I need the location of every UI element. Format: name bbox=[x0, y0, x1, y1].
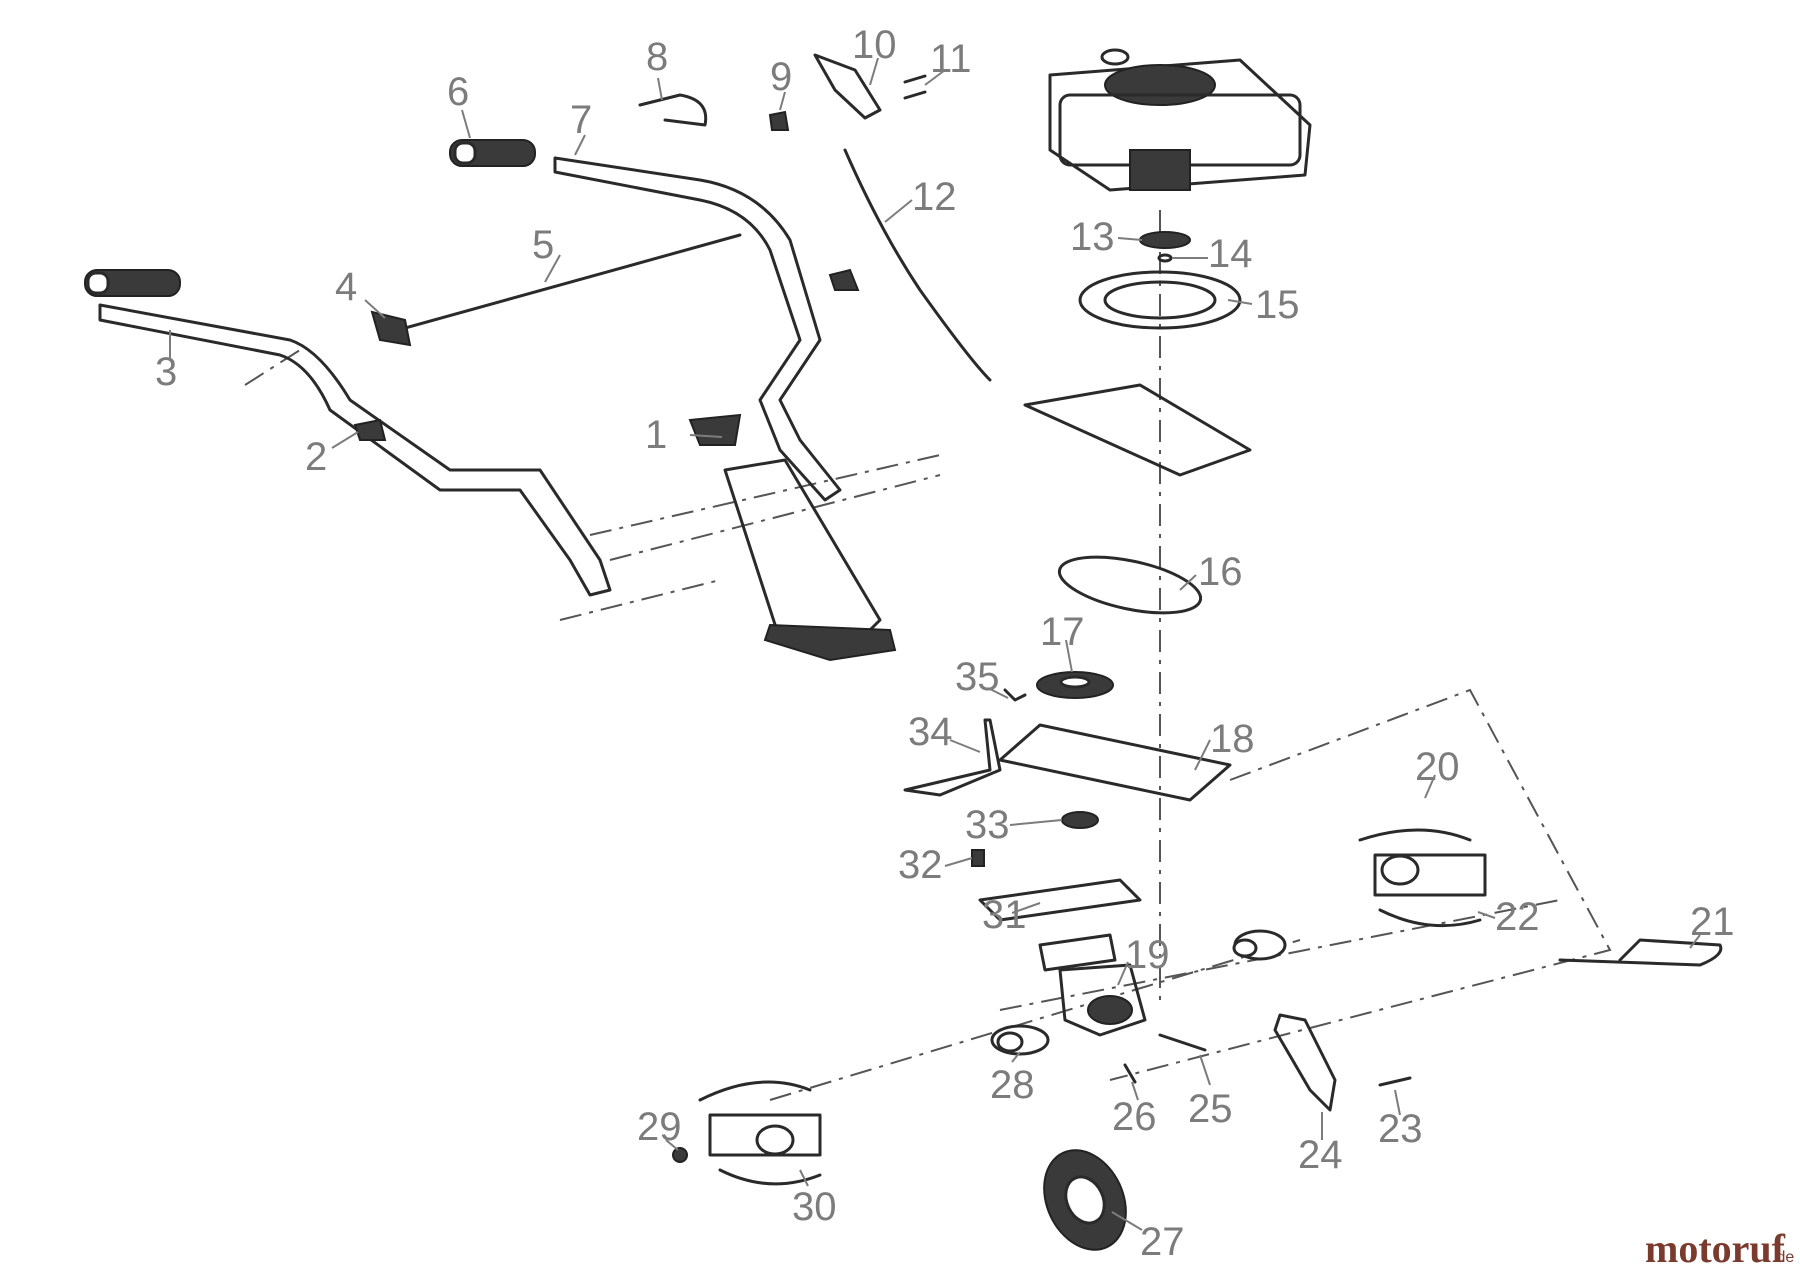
callout-23: 23 bbox=[1378, 1107, 1423, 1151]
callout-19: 19 bbox=[1125, 933, 1170, 977]
guard-plate bbox=[978, 878, 1142, 922]
callout-32: 32 bbox=[898, 843, 943, 887]
callout-3: 3 bbox=[155, 350, 177, 394]
callout-10: 10 bbox=[852, 23, 897, 67]
clutch-lever bbox=[903, 718, 1002, 797]
callout-30: 30 bbox=[792, 1185, 837, 1229]
callout-7: 7 bbox=[570, 98, 592, 142]
engine-pulley bbox=[1139, 231, 1191, 249]
callout-8: 8 bbox=[646, 35, 668, 79]
engine-plate bbox=[1023, 383, 1252, 477]
watermark-suffix: .de bbox=[1772, 1249, 1794, 1266]
callout-27: 27 bbox=[1140, 1220, 1185, 1264]
transport-wheel bbox=[1043, 1149, 1127, 1251]
frame bbox=[998, 723, 1232, 802]
callout-22: 22 bbox=[1495, 895, 1540, 939]
handle-support bbox=[688, 413, 897, 662]
callout-15: 15 bbox=[1255, 283, 1300, 327]
callout-5: 5 bbox=[532, 223, 554, 267]
callout-6: 6 bbox=[447, 70, 469, 114]
callout-1: 1 bbox=[645, 413, 667, 457]
clip-right bbox=[828, 268, 860, 291]
connecting-rod bbox=[378, 233, 742, 337]
lower-pulley bbox=[1036, 671, 1114, 699]
key-14 bbox=[1157, 253, 1173, 263]
pin-11b bbox=[903, 90, 927, 100]
callout-28: 28 bbox=[990, 1063, 1035, 1107]
pin-25 bbox=[1158, 1033, 1207, 1052]
callout-13: 13 bbox=[1070, 215, 1115, 259]
callout-12: 12 bbox=[912, 175, 957, 219]
callout-31: 31 bbox=[982, 893, 1027, 937]
throttle-bracket bbox=[370, 310, 412, 347]
nut-29 bbox=[672, 1147, 688, 1163]
belt-guard bbox=[1078, 270, 1242, 330]
callout-11: 11 bbox=[930, 37, 972, 81]
callout-17: 17 bbox=[1040, 610, 1085, 654]
pin-11 bbox=[903, 74, 927, 84]
callout-21: 21 bbox=[1690, 900, 1735, 944]
callout-20: 20 bbox=[1415, 745, 1460, 789]
callout-labels: 1 2 3 4 5 6 7 8 9 10 11 12 13 14 15 16 1… bbox=[155, 23, 1735, 1264]
idler-pulley bbox=[1061, 811, 1099, 829]
assembly-lines bbox=[244, 210, 1612, 1101]
leader-lines bbox=[169, 57, 1701, 1231]
pin-26 bbox=[1123, 1063, 1137, 1084]
callout-33: 33 bbox=[965, 803, 1010, 847]
tiller-tine-22 bbox=[1358, 828, 1487, 928]
engine bbox=[1048, 48, 1312, 192]
callout-35: 35 bbox=[955, 655, 1000, 699]
gearbox bbox=[1038, 933, 1147, 1037]
callout-16: 16 bbox=[1198, 550, 1243, 594]
callout-26: 26 bbox=[1112, 1095, 1157, 1139]
callout-34: 34 bbox=[908, 710, 953, 754]
pin-23 bbox=[1378, 1076, 1412, 1087]
wire-clip-8 bbox=[638, 93, 708, 127]
callout-14: 14 bbox=[1208, 232, 1253, 276]
handle-grip-6 bbox=[449, 139, 536, 167]
clip-9 bbox=[768, 110, 790, 131]
throttle-lever bbox=[813, 53, 882, 120]
callout-29: 29 bbox=[637, 1105, 682, 1149]
bushing-right bbox=[1232, 929, 1287, 961]
callout-25: 25 bbox=[1188, 1087, 1233, 1131]
handle-grip-left bbox=[84, 269, 181, 297]
v-belt bbox=[1057, 555, 1203, 615]
drag-bar bbox=[1558, 938, 1723, 967]
left-handlebar bbox=[98, 303, 612, 597]
callout-2: 2 bbox=[305, 435, 327, 479]
throttle-cable bbox=[843, 148, 992, 382]
tiller-tine-30 bbox=[698, 1080, 822, 1186]
callout-4: 4 bbox=[335, 265, 357, 309]
bushing-28 bbox=[990, 1024, 1050, 1056]
watermark-logo: motoruf .de bbox=[1645, 1226, 1794, 1271]
callout-24: 24 bbox=[1298, 1133, 1343, 1177]
watermark-text: motoruf bbox=[1645, 1226, 1786, 1271]
callout-18: 18 bbox=[1210, 717, 1255, 761]
clip-2 bbox=[353, 418, 387, 441]
depth-bar bbox=[1273, 1013, 1337, 1112]
callout-9: 9 bbox=[770, 55, 792, 99]
bolt-32 bbox=[971, 849, 985, 867]
spring-clip-35 bbox=[1003, 688, 1027, 702]
right-handlebar bbox=[553, 156, 842, 502]
